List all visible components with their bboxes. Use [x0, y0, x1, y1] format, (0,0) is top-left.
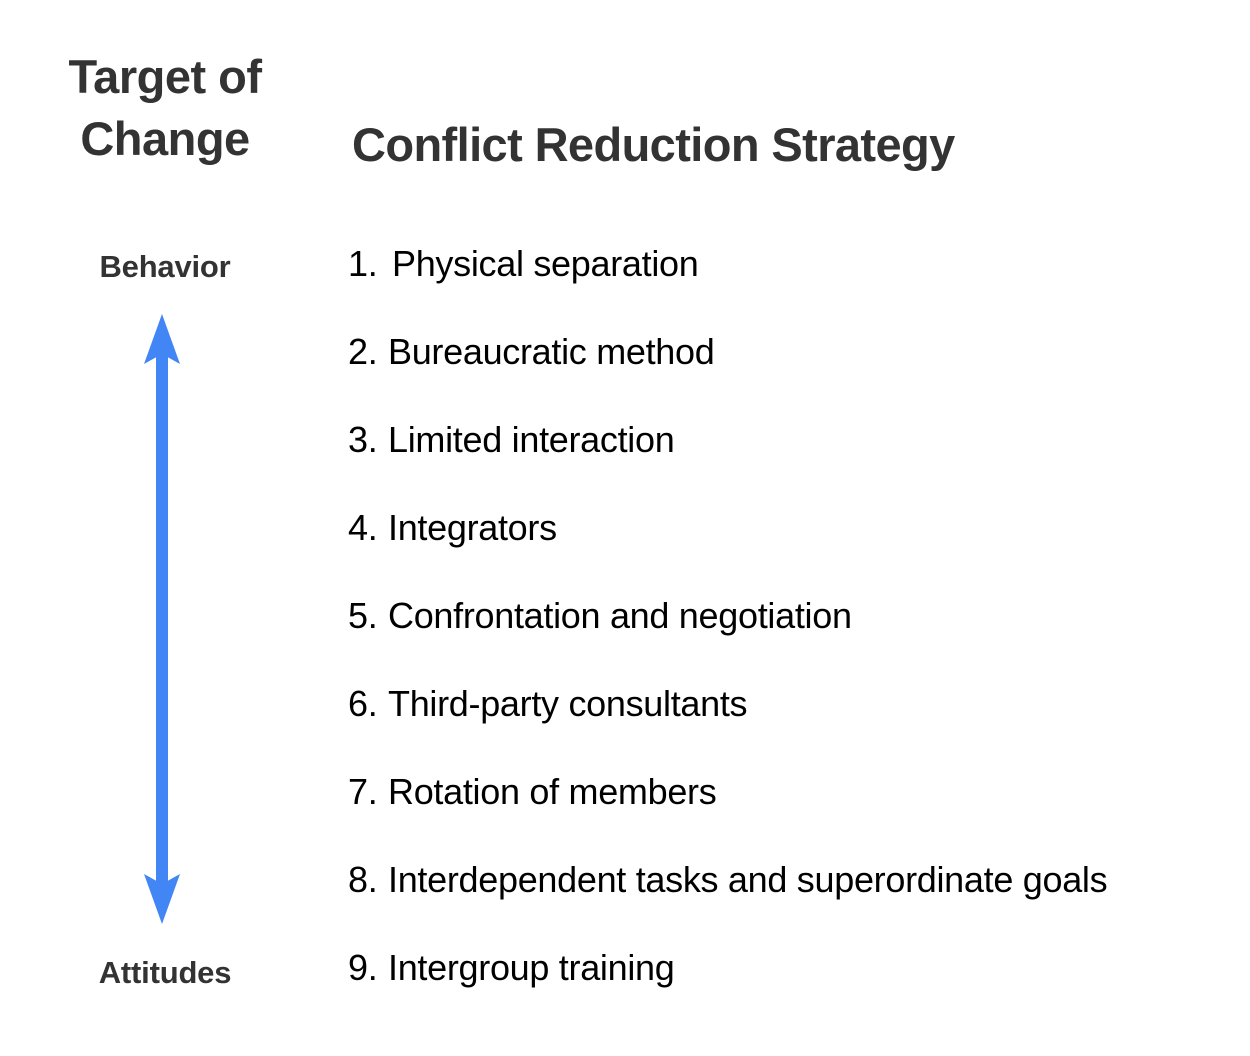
- target-of-change-heading-line1: Target of: [68, 50, 262, 103]
- double-headed-arrow-svg: [144, 314, 180, 924]
- list-item-text: Physical separation: [392, 243, 699, 284]
- list-item-text: Integrators: [388, 507, 557, 548]
- list-item-number: 2.: [348, 331, 378, 372]
- list-item: 5.Confrontation and negotiation: [348, 595, 1238, 683]
- list-item-number: 7.: [348, 771, 378, 812]
- conflict-reduction-strategy-heading-text: Conflict Reduction Strategy: [352, 118, 955, 171]
- target-of-change-heading-line2: Change: [80, 112, 250, 166]
- list-item-number: 6.: [348, 683, 378, 724]
- list-item: 4.Integrators: [348, 507, 1238, 595]
- list-item: 7.Rotation of members: [348, 771, 1238, 859]
- list-item-number: 5.: [348, 595, 378, 636]
- target-of-change-heading: Target of Change: [40, 46, 290, 170]
- list-item-number: 9.: [348, 947, 378, 988]
- list-item-text: Bureaucratic method: [388, 331, 715, 372]
- list-item-number: 3.: [348, 419, 378, 460]
- list-item-number: 1.: [348, 243, 378, 284]
- list-item-text: Rotation of members: [388, 771, 717, 812]
- list-item: 9.Intergroup training: [348, 947, 1238, 1035]
- list-item-text: Third-party consultants: [388, 683, 748, 724]
- list-item: 1. Physical separation: [348, 243, 1238, 331]
- list-item-text: Interdependent tasks and superordinate g…: [388, 859, 1108, 900]
- list-item-text: Limited interaction: [388, 419, 675, 460]
- list-item: 6.Third-party consultants: [348, 683, 1238, 771]
- strategy-list: 1. Physical separation 2.Bureaucratic meth…: [348, 243, 1238, 1035]
- list-item-text: Intergroup training: [388, 947, 675, 988]
- axis-label-attitudes: Attitudes: [98, 955, 232, 990]
- list-item: 3.Limited interaction: [348, 419, 1238, 507]
- list-item: 8.Interdependent tasks and superordinate…: [348, 859, 1238, 947]
- list-item-number: 8.: [348, 859, 378, 900]
- double-headed-arrow-icon: [130, 314, 194, 924]
- list-item-text: Confrontation and negotiation: [388, 595, 852, 636]
- list-item: 2.Bureaucratic method: [348, 331, 1238, 419]
- axis-label-behavior: Behavior: [99, 249, 231, 284]
- conflict-reduction-strategy-heading: Conflict Reduction Strategy: [352, 117, 1222, 173]
- list-item-number: 4.: [348, 507, 378, 548]
